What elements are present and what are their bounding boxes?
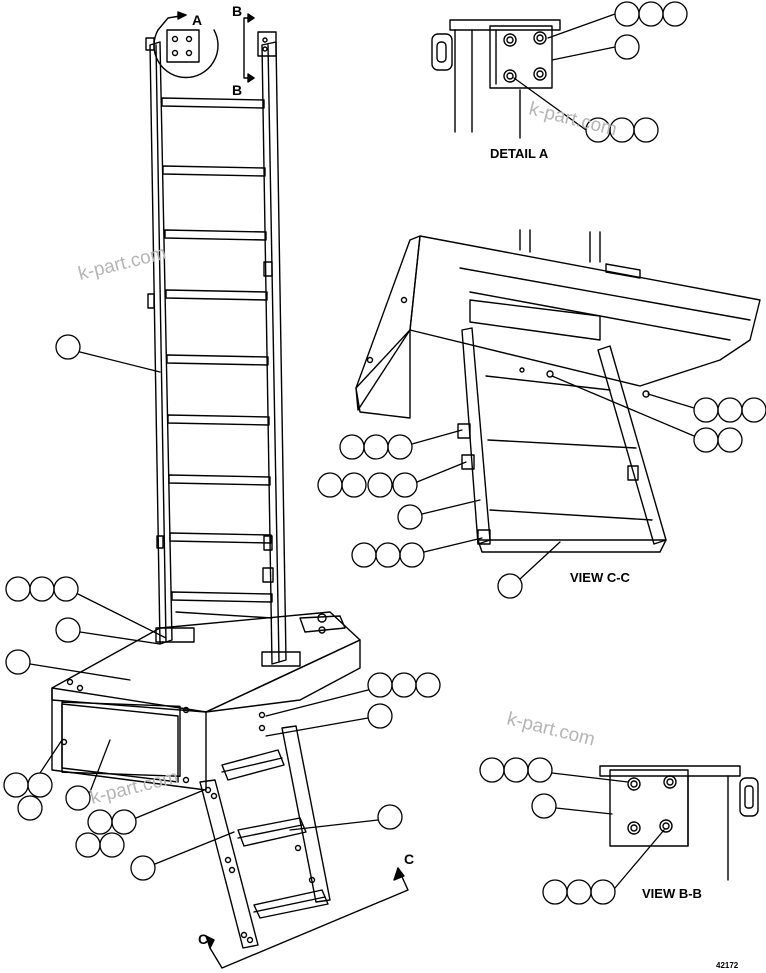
ladder-top-plate-right	[257, 31, 277, 57]
section-line-b	[243, 13, 255, 83]
watermark-right: k-part.com	[505, 708, 597, 750]
section-label-c-right: C	[404, 851, 414, 867]
view-bb	[599, 765, 759, 881]
detail-a-view	[431, 19, 561, 139]
detail-callout-a	[153, 11, 219, 79]
ladder-rungs	[161, 97, 273, 603]
section-label-c-left: C	[198, 931, 208, 947]
platform-box	[51, 611, 361, 791]
callout-bubbles	[3, 1, 766, 905]
ladder-left-rail	[149, 41, 173, 645]
main-ladder	[145, 29, 301, 667]
ladder-foot-left	[155, 627, 195, 643]
ladder-right-rail	[261, 41, 287, 665]
section-label-b-top: B	[232, 3, 242, 19]
ladder-foot-right	[261, 651, 301, 667]
folding-steps	[199, 711, 331, 949]
section-label-b-bottom: B	[232, 82, 242, 98]
ladder-top-plate-left	[166, 29, 200, 63]
watermark-top-right: k-part.com	[527, 98, 619, 140]
detail-a-caption: DETAIL A	[490, 146, 549, 161]
view-cc	[355, 229, 761, 553]
view-bb-caption: VIEW B-B	[642, 886, 702, 901]
view-cc-caption: VIEW C-C	[570, 570, 631, 585]
section-label-a: A	[192, 12, 202, 28]
section-line-c	[205, 867, 409, 969]
figure-number: 42172	[716, 961, 739, 970]
